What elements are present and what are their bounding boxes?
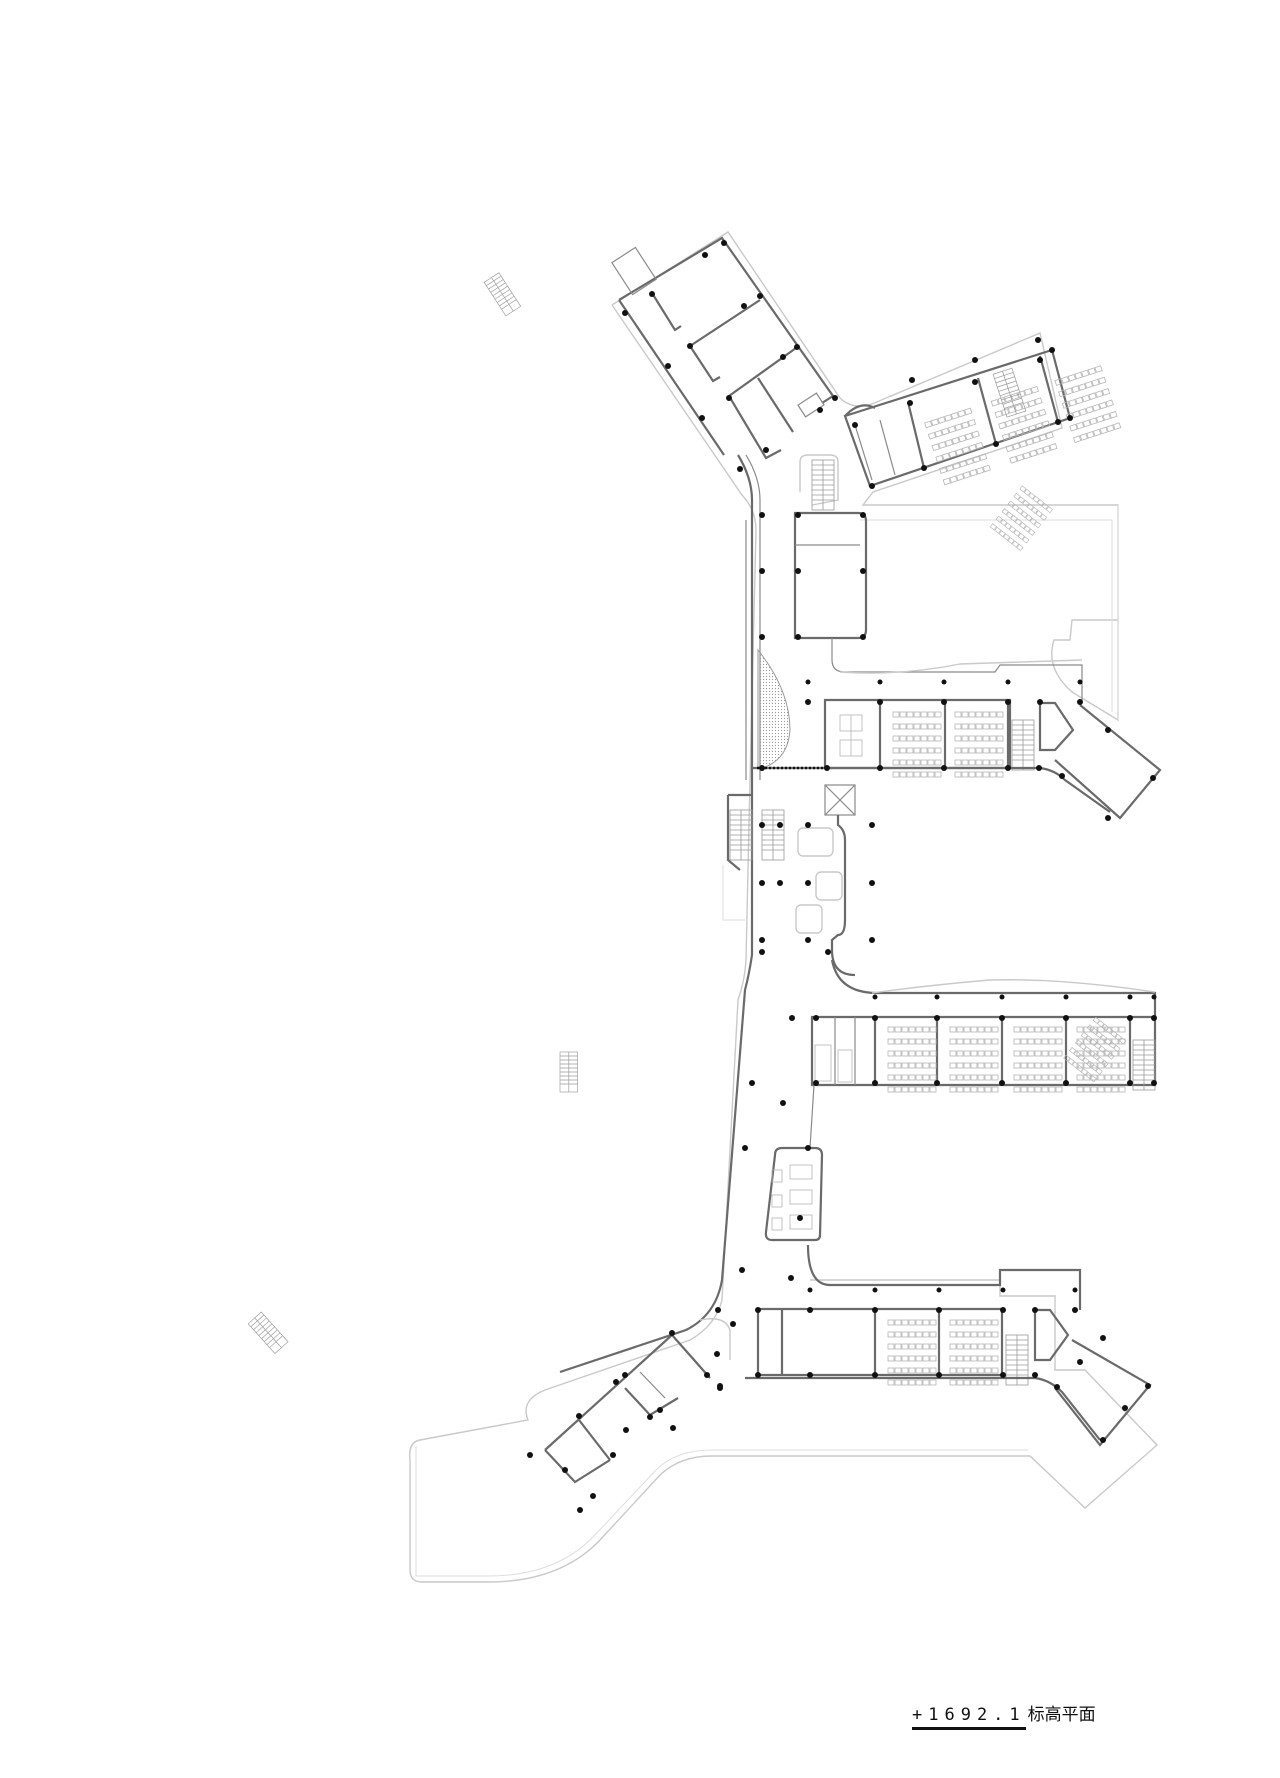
- lower-middle-classroom-wing: [810, 959, 1157, 1092]
- toilet-block: [814, 1017, 856, 1085]
- north-west-stair: [483, 246, 657, 317]
- north-east-classroom-wing: [843, 348, 1121, 488]
- upper-middle-classroom-wing: [752, 486, 1162, 820]
- elevation-value: +1692.1: [912, 1705, 1026, 1730]
- meeting-desks: [839, 714, 863, 757]
- north-junction-stair: [799, 454, 839, 511]
- plan-name: 标高平面: [1027, 1705, 1096, 1725]
- drawing-title-block: +1692.1 标高平面: [912, 1700, 1096, 1734]
- south-west-wing: [247, 1051, 731, 1484]
- main-spine: [559, 454, 761, 1374]
- office-pod: [764, 1084, 824, 1242]
- north-auditorium-block: [793, 511, 1083, 700]
- central-plaza: [722, 784, 856, 977]
- structural-columns: [527, 240, 1157, 1513]
- west-exterior-stair: [722, 793, 785, 921]
- north-west-wing: [483, 236, 835, 460]
- south-classroom-wing: [745, 1017, 1152, 1447]
